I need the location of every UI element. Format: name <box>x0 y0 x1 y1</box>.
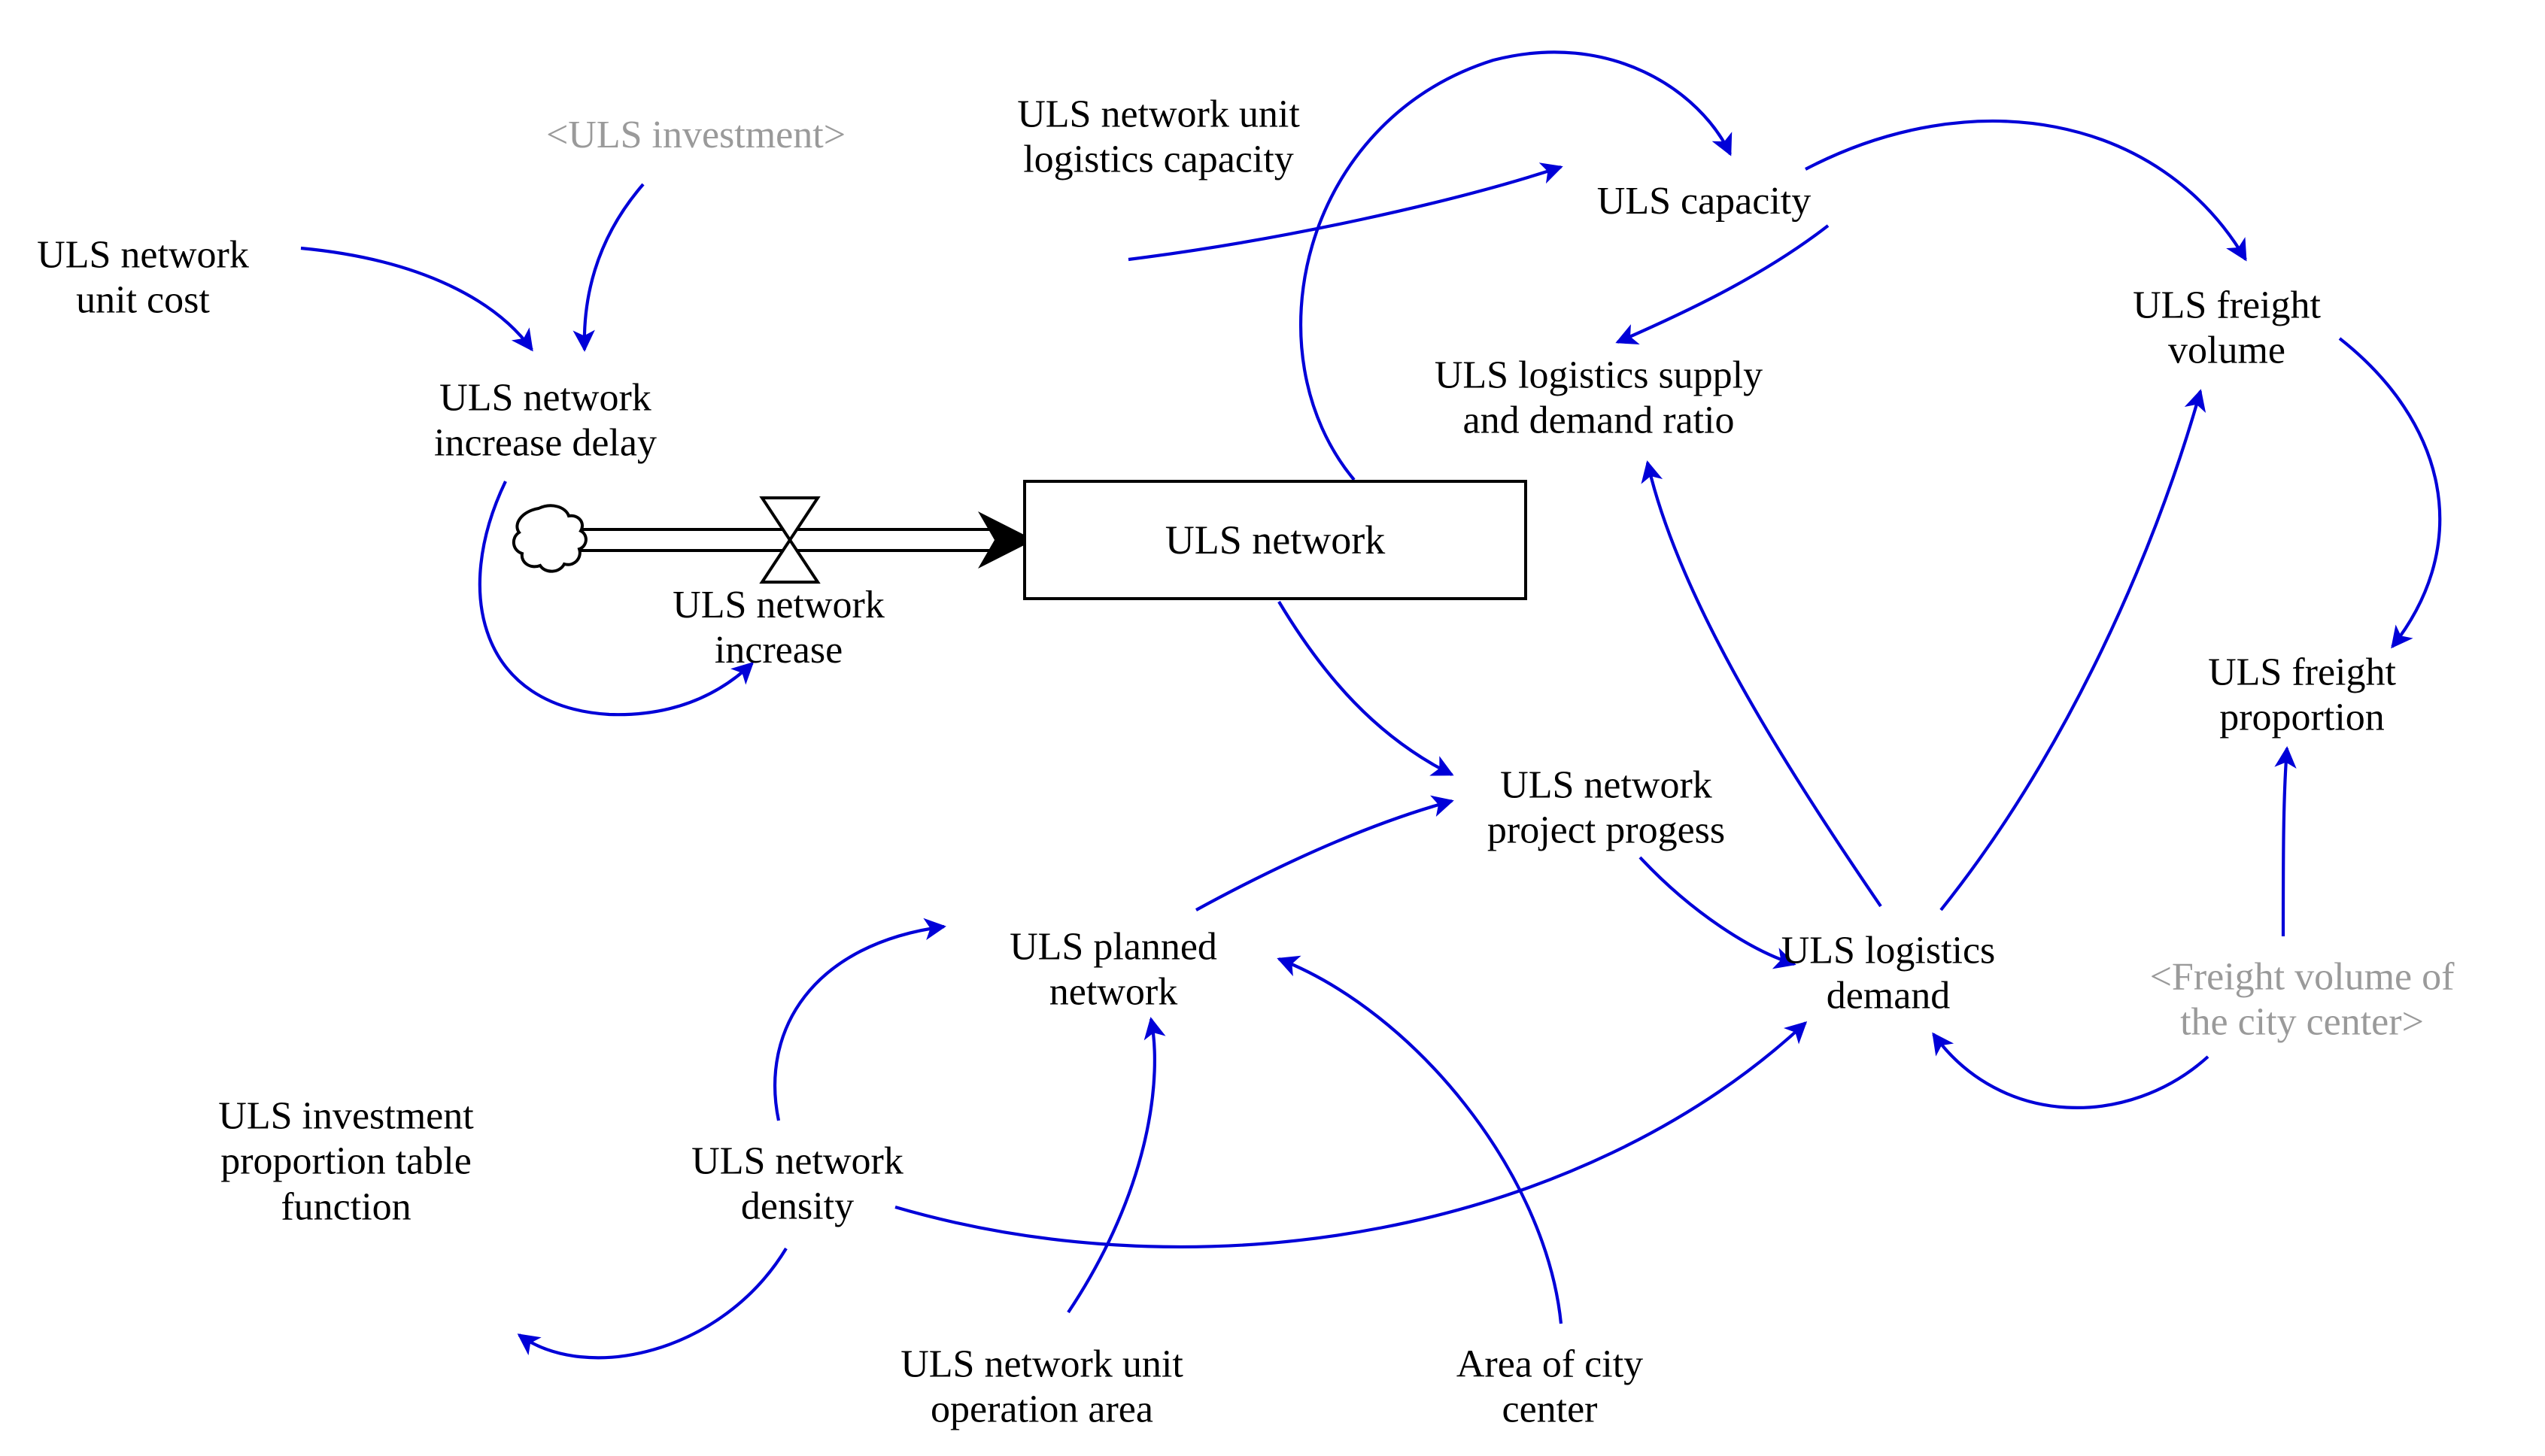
variable-uls-network-unit-cost[interactable]: ULS network unit cost <box>37 233 249 322</box>
link-investment-to-delay <box>572 183 645 352</box>
variable-uls-capacity[interactable]: ULS capacity <box>1596 179 1812 223</box>
variable-uls-network-density[interactable]: ULS network density <box>691 1139 904 1228</box>
link-network-to-project-progess <box>1277 600 1454 776</box>
flow-valve-icon <box>759 496 821 584</box>
stock-uls-network-label: ULS network <box>1165 517 1386 563</box>
link-density-to-planned-network <box>773 918 946 1121</box>
flow-pipe <box>572 528 997 552</box>
variable-uls-network-increase-delay[interactable]: ULS network increase delay <box>434 376 657 465</box>
variable-uls-network-unit-logistics-capacity[interactable]: ULS network unit logistics capacity <box>1017 93 1300 181</box>
variable-uls-logistics-demand[interactable]: ULS logistics demand <box>1781 929 1996 1018</box>
variable-freight-volume-of-the-city-center-shadow[interactable]: <Freight volume of the city center> <box>2149 955 2455 1044</box>
link-project-progess-to-demand <box>1638 856 1796 969</box>
variable-uls-investment-proportion-table-function[interactable]: ULS investment proportion table function <box>218 1094 474 1229</box>
stock-uls-network[interactable]: ULS network <box>1023 480 1527 600</box>
variable-area-of-city-center[interactable]: Area of city center <box>1456 1342 1644 1431</box>
link-freight-volume-to-freight-proportion <box>2338 337 2442 649</box>
variable-uls-freight-proportion[interactable]: ULS freight proportion <box>2208 651 2396 739</box>
flow-label-uls-network-increase: ULS network increase <box>673 584 885 672</box>
source-cloud-icon <box>512 504 588 573</box>
link-unit-operation-area-to-planned-network <box>1067 1017 1166 1314</box>
link-area-of-city-center-to-planned-network <box>1277 955 1563 1324</box>
variable-uls-investment-shadow[interactable]: <ULS investment> <box>545 113 846 156</box>
link-city-center-freight-to-proportion <box>2274 746 2297 937</box>
link-unit-cost-to-delay <box>300 246 533 352</box>
variable-uls-freight-volume[interactable]: ULS freight volume <box>2133 284 2321 372</box>
link-density-to-investment-table <box>517 1247 788 1360</box>
link-density-to-logistics-demand <box>894 1021 1808 1249</box>
link-capacity-to-freight-volume <box>1805 119 2247 262</box>
variable-uls-network-unit-operation-area[interactable]: ULS network unit operation area <box>900 1342 1183 1431</box>
variable-uls-planned-network[interactable]: ULS planned network <box>1010 925 1217 1014</box>
link-planned-network-to-project-progess <box>1195 795 1454 912</box>
link-capacity-to-supply-demand-ratio <box>1615 224 1830 345</box>
link-logistics-demand-to-freight-volume <box>1939 389 2206 912</box>
variable-uls-network-project-progess[interactable]: ULS network project progess <box>1487 763 1726 852</box>
variable-uls-logistics-supply-and-demand-ratio[interactable]: ULS logistics supply and demand ratio <box>1434 353 1763 442</box>
